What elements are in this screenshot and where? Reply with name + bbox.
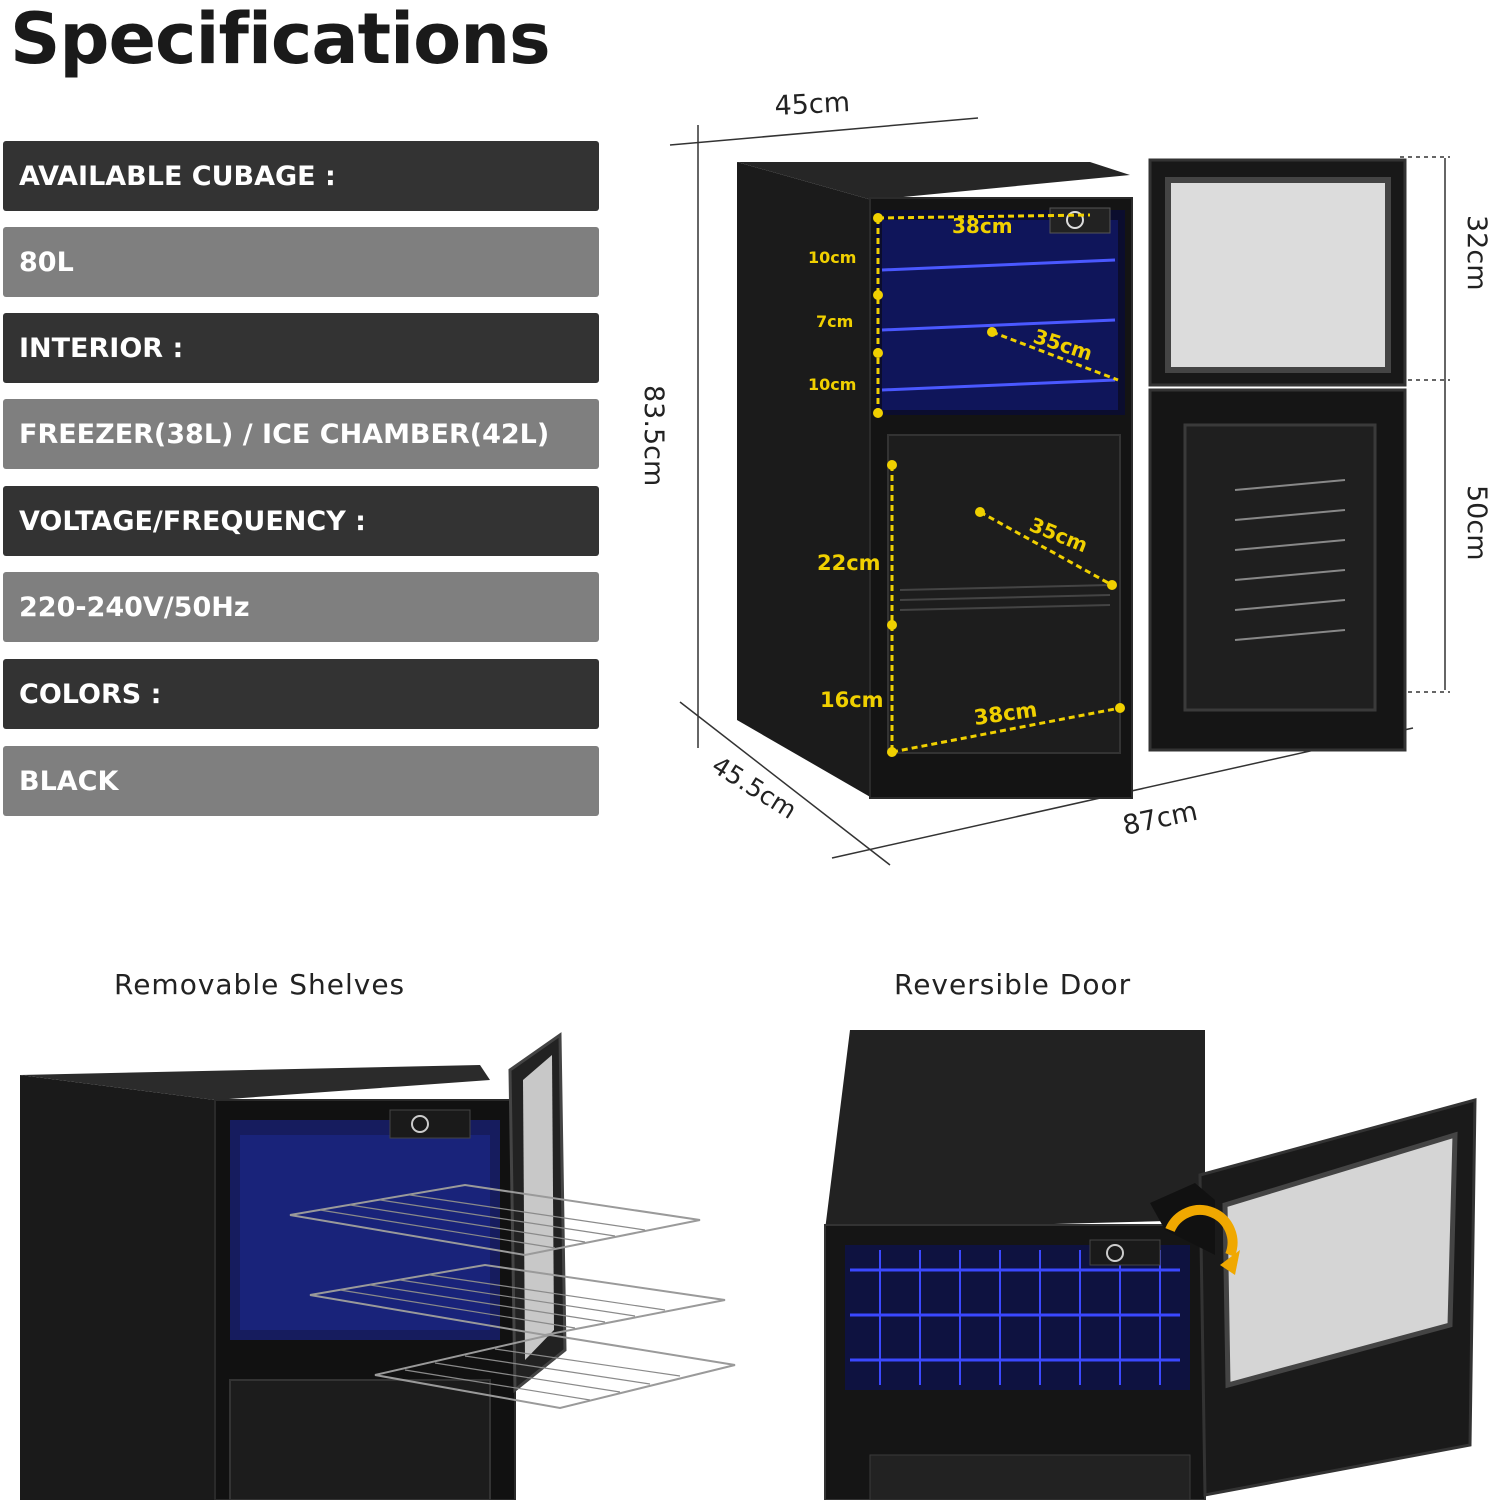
dim-total-width: 87cm: [1120, 796, 1200, 842]
spec-row-interior-value: FREEZER(38L) / ICE CHAMBER(42L): [3, 399, 599, 469]
dim-upper-door: 32cm: [1461, 215, 1492, 291]
reversible-door-image: [824, 1030, 1477, 1500]
dim-lower-upper: 22cm: [817, 551, 881, 575]
spec-row-interior-label: INTERIOR :: [3, 313, 599, 383]
dim-upper-inner-width: 38cm: [952, 214, 1013, 238]
dim-shelf-3: 10cm: [808, 375, 856, 394]
dim-shelf-2: 7cm: [816, 312, 853, 331]
spec-row-cubage-label: AVAILABLE CUBAGE :: [3, 141, 599, 211]
dim-height: 83.5cm: [638, 385, 669, 486]
dim-top-width: 45cm: [774, 87, 851, 122]
spec-row-colors-label: COLORS :: [3, 659, 599, 729]
dim-lower-door: 50cm: [1461, 485, 1492, 561]
spec-row-voltage-label: VOLTAGE/FREQUENCY :: [3, 486, 599, 556]
page-title: Specifications: [10, 0, 551, 80]
fridge-dimension-diagram: 45cm 83.5cm 45.5cm 87cm 32cm 50cm 38cm 3…: [638, 87, 1492, 866]
spec-row-voltage-value: 220-240V/50Hz: [3, 572, 599, 642]
caption-reversible-door: Reversible Door: [894, 968, 1132, 1001]
spec-row-cubage-value: 80L: [3, 227, 599, 297]
dim-depth: 45.5cm: [707, 750, 802, 824]
dim-lower-bottom: 16cm: [820, 688, 884, 712]
removable-shelves-image: [20, 1032, 736, 1500]
spec-row-colors-value: BLACK: [3, 746, 599, 816]
dim-shelf-1: 10cm: [808, 248, 856, 267]
caption-removable-shelves: Removable Shelves: [114, 968, 406, 1001]
